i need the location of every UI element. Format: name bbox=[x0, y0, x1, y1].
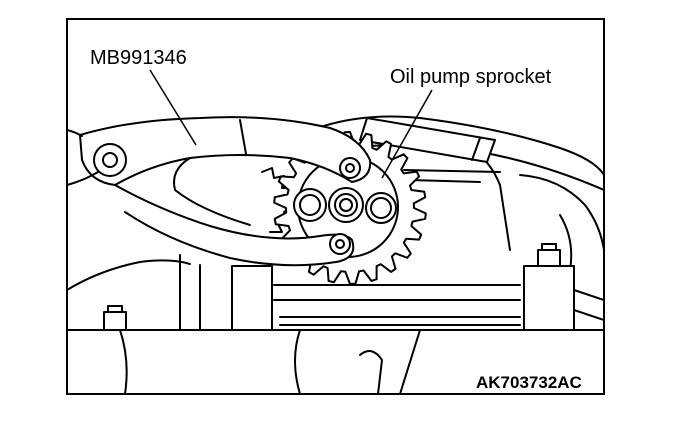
special-tool-holder bbox=[67, 116, 372, 267]
figure-id: AK703732AC bbox=[476, 373, 582, 392]
tensioner-bar bbox=[359, 117, 496, 163]
bolt-right bbox=[537, 243, 561, 267]
sprocket-label: Oil pump sprocket bbox=[390, 66, 552, 88]
engine-block bbox=[67, 254, 604, 394]
tool-leader-line bbox=[149, 69, 197, 146]
sprocket-hub bbox=[293, 187, 397, 224]
tool-label: MB991346 bbox=[90, 47, 187, 69]
bolt-left bbox=[103, 305, 127, 331]
sprocket-leader-line bbox=[381, 89, 433, 179]
